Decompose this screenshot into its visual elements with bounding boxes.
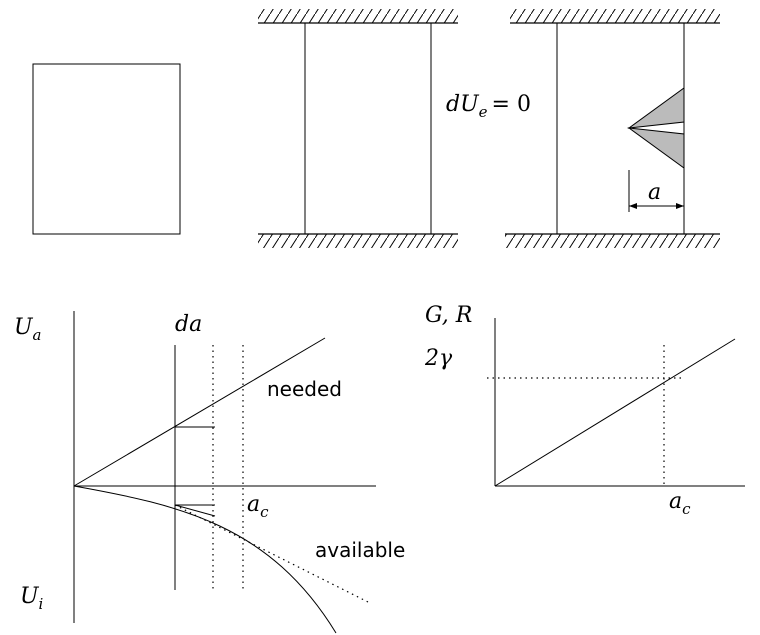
gr-ac-label: ac [669,489,691,518]
top-wall-hatch-2 [510,9,720,23]
available-label: available [315,538,405,562]
cracked-plate: a [505,9,720,248]
clamped-plate [258,9,458,248]
free-plate [32,63,181,235]
relief-zone-upper [627,87,685,129]
available-energy-curve [73,485,337,634]
ua-label: Ua [14,315,42,344]
available-tangent-line [174,504,371,604]
energy-plot: Ua Ui da ac needed available [14,311,405,634]
bottom-wall-hatch-1 [258,234,458,248]
relief-zone-lower [627,127,685,169]
energy-change-label: dUe= 0 [446,92,531,121]
top-wall-hatch-1 [258,9,458,23]
two-gamma-label: 2γ [424,346,453,371]
ac-label: ac [247,492,269,521]
crack-length-label: a [648,180,661,205]
needed-label: needed [267,377,342,401]
needed-energy-line [73,337,326,487]
ui-label: Ui [20,584,44,613]
gr-plot: G, R 2γ ac [424,303,745,518]
da-label: da [175,312,202,337]
bottom-wall-hatch-2 [505,234,720,248]
g-line [494,338,736,487]
gr-axis-label: G, R [425,303,472,328]
